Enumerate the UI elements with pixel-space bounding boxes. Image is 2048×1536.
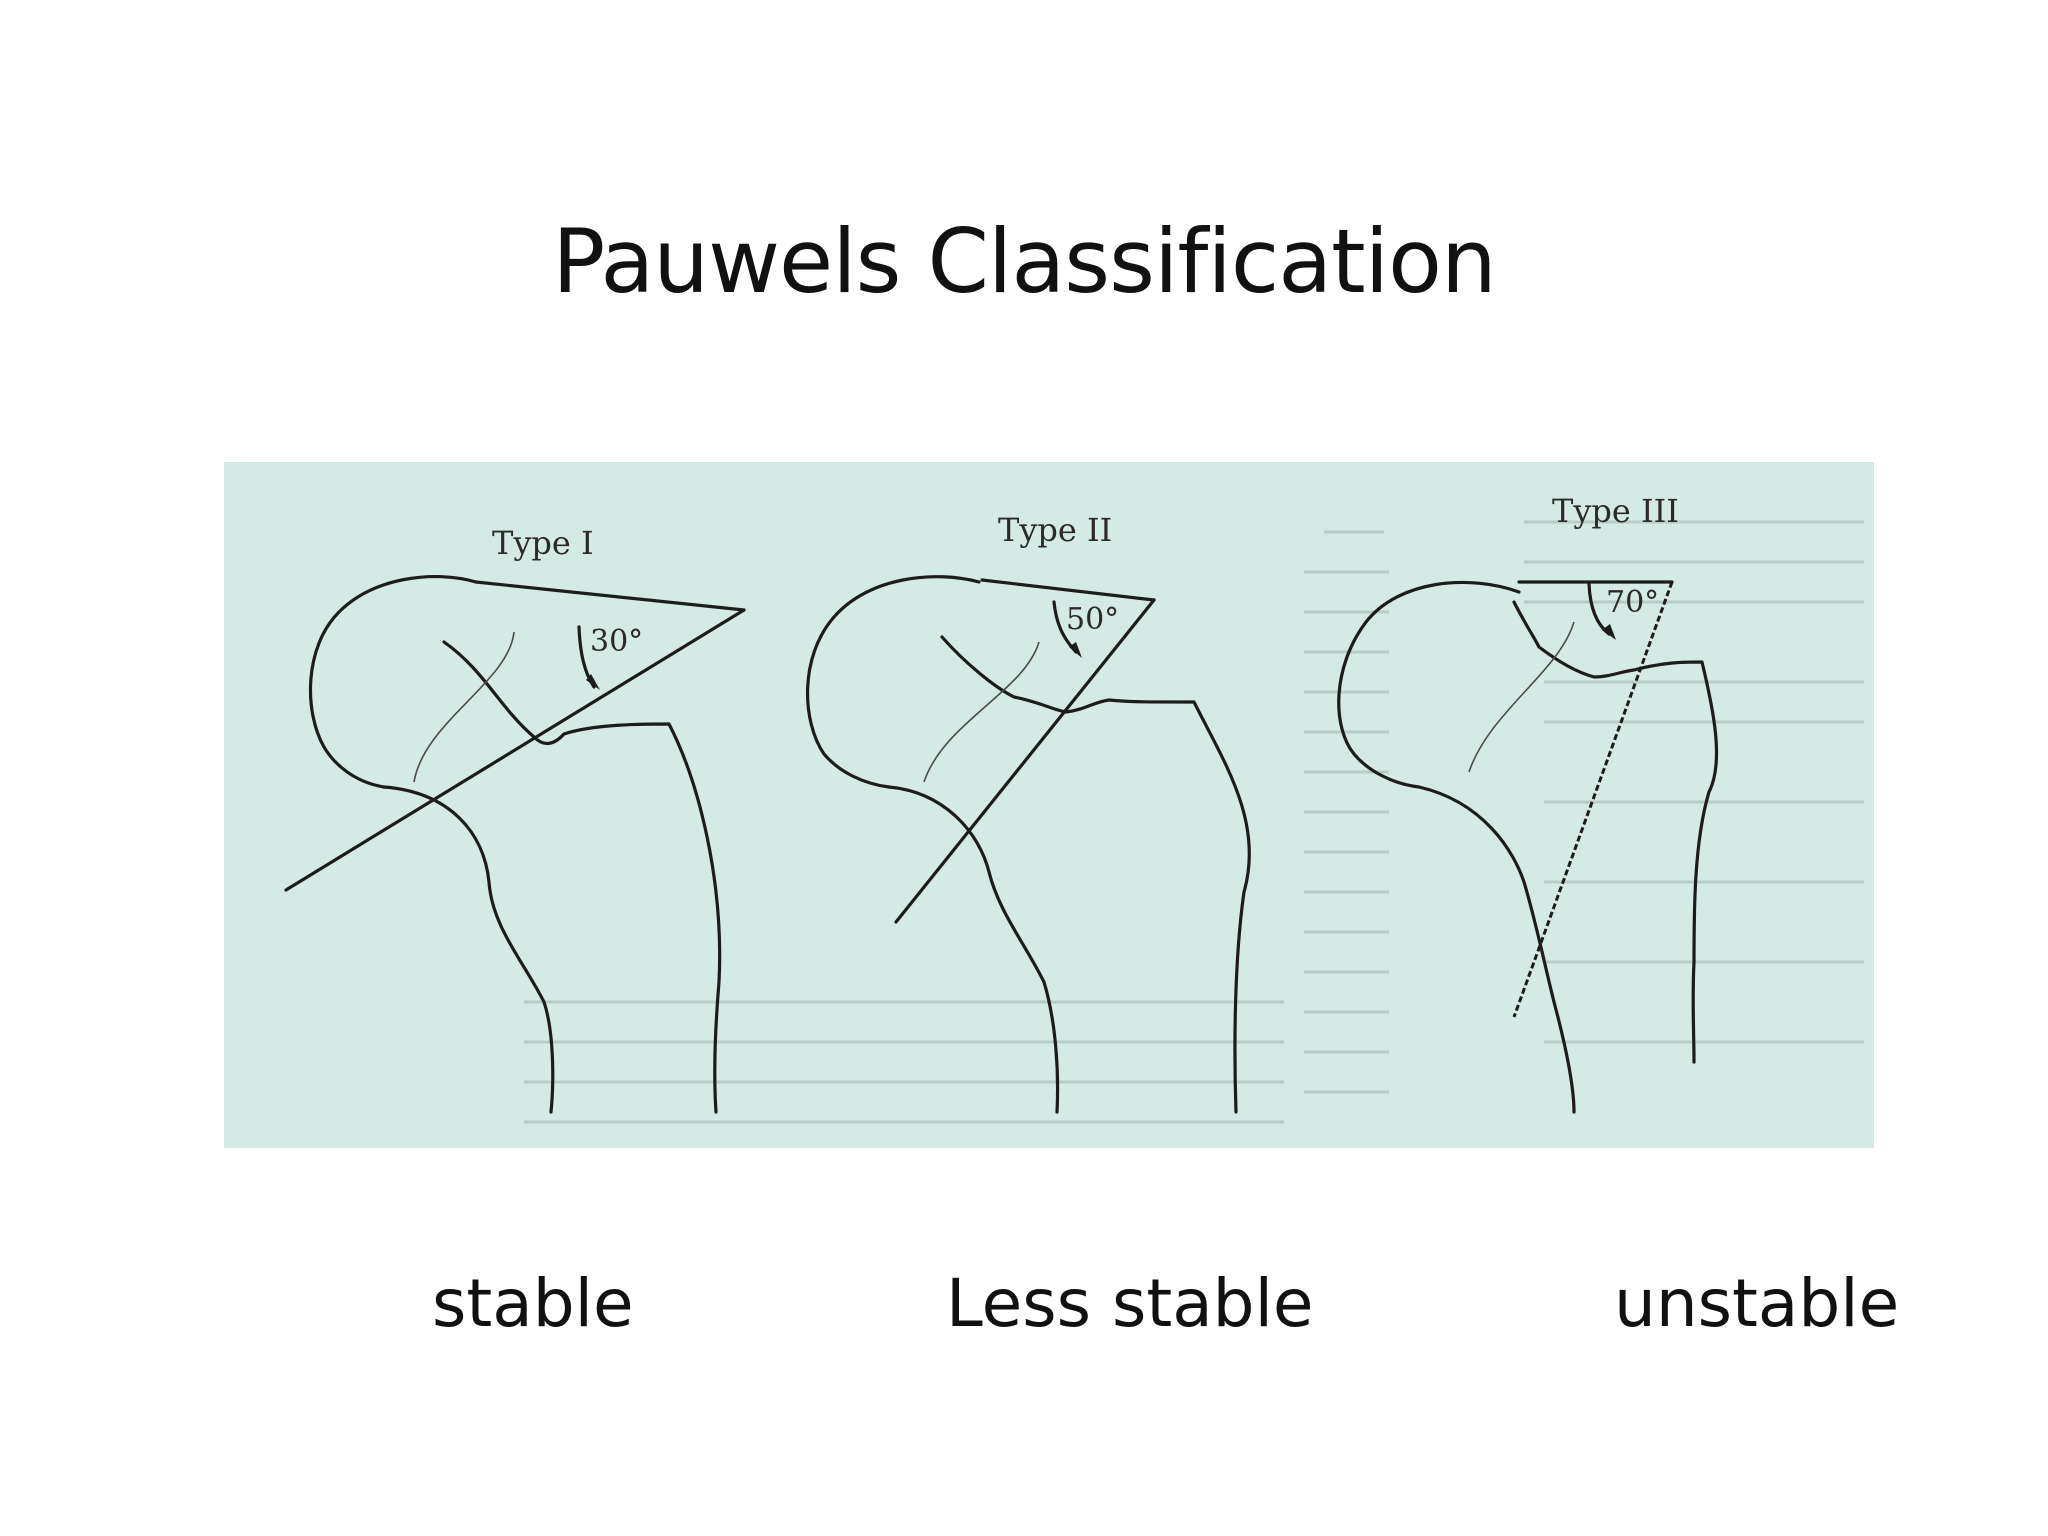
type-1-horizontal-line xyxy=(474,580,746,612)
type-1-femoral-head xyxy=(308,574,478,789)
type-3-physeal-line xyxy=(1468,621,1575,773)
type-2-label: Type II xyxy=(998,511,1112,549)
type-3-panel: Type III 70° xyxy=(1337,492,1719,1114)
caption-less-stable: Less stable xyxy=(946,1265,1314,1342)
type-2-arrowhead xyxy=(1069,642,1082,658)
type-1-label: Type I xyxy=(492,524,594,562)
pauwels-diagram: Type I 30° Type II xyxy=(284,492,1864,1124)
caption-unstable: unstable xyxy=(1614,1265,1900,1342)
type-2-panel: Type II 50° xyxy=(805,511,1251,1114)
type-2-fracture-line xyxy=(894,598,1156,924)
pauwels-figure: Type I 30° Type II xyxy=(224,462,1874,1148)
type-2-angle-label: 50° xyxy=(1066,602,1119,637)
type-3-label: Type III xyxy=(1552,492,1679,530)
type-2-neck-inferior xyxy=(887,785,1060,1114)
slide-title: Pauwels Classification xyxy=(552,210,1496,313)
type-1-arrowhead xyxy=(586,674,600,690)
type-1-neck-superior xyxy=(442,640,722,1114)
type-3-femoral-head xyxy=(1337,580,1521,789)
caption-stable: stable xyxy=(432,1265,634,1342)
type-2-physeal-line xyxy=(923,641,1040,783)
background-text-lines xyxy=(524,520,1864,1124)
type-2-femoral-head xyxy=(805,575,981,789)
type-2-neck-superior xyxy=(940,635,1251,1114)
type-1-neck-inferior xyxy=(382,785,555,1114)
type-1-fracture-line xyxy=(284,608,746,892)
type-1-physeal-line xyxy=(413,631,515,783)
type-3-fracture-line xyxy=(1512,581,1674,1018)
type-3-neck-superior xyxy=(1512,600,1719,1064)
type-1-panel: Type I 30° xyxy=(284,524,746,1114)
type-3-angle-label: 70° xyxy=(1606,585,1659,620)
type-2-horizontal-line xyxy=(980,578,1156,602)
type-3-neck-inferior xyxy=(1417,785,1576,1114)
type-3-arrowhead xyxy=(1602,624,1616,640)
type-1-angle-label: 30° xyxy=(590,624,643,659)
